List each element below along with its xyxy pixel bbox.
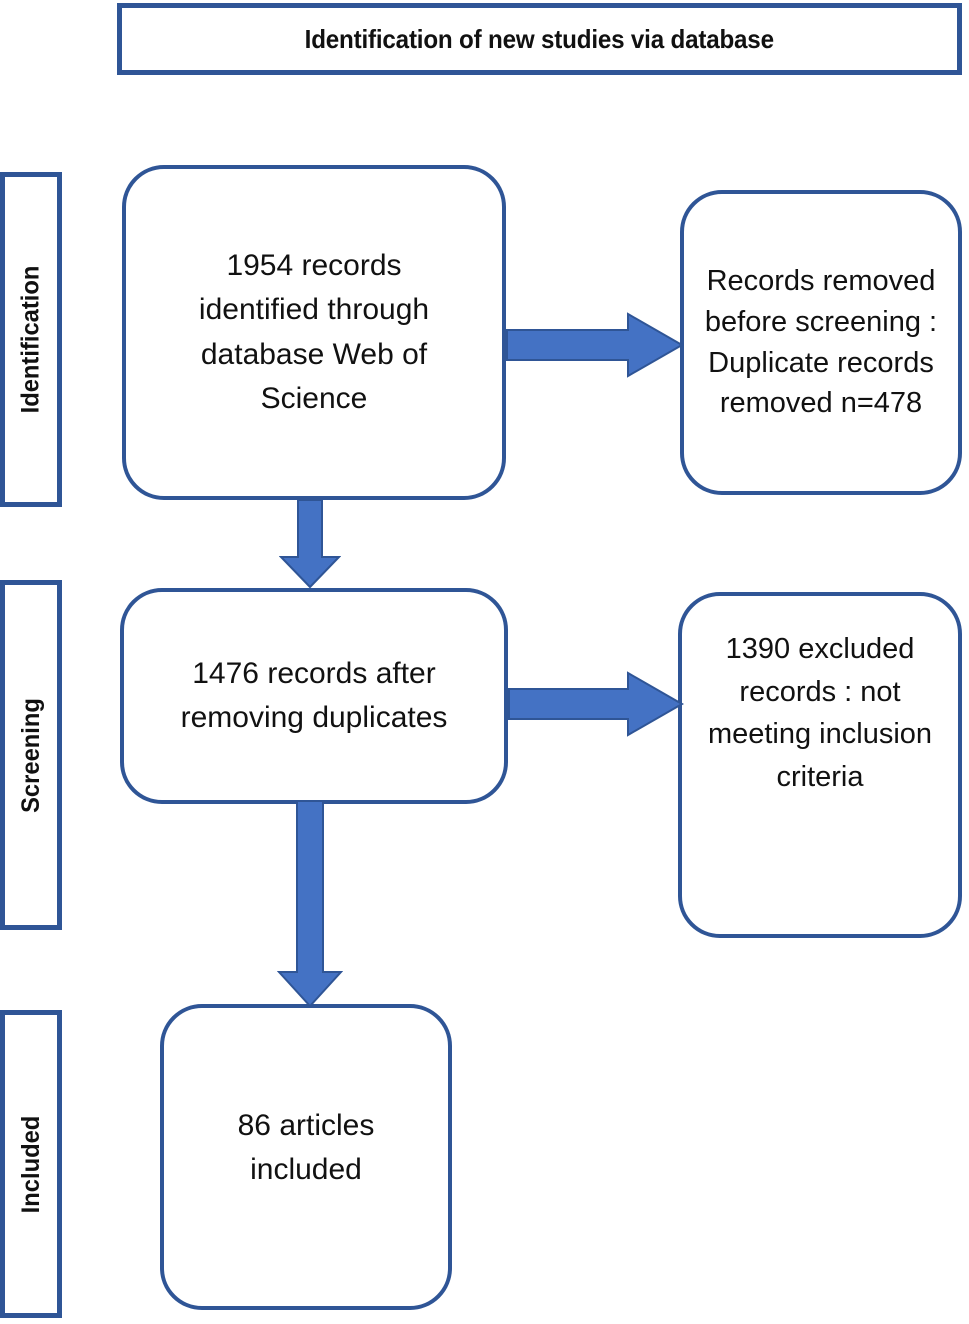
box-records-removed-before-screening: Records removed before screening : Dupli… [680, 190, 962, 495]
stage-label-included-text: Included [16, 1115, 45, 1213]
arrow-right-after-duplicates-to-excluded-icon [508, 671, 684, 737]
arrow-down-identified-to-after-duplicates-icon [279, 499, 341, 589]
arrow-right-identified-to-removed-icon [506, 312, 684, 378]
stage-label-screening: Screening [0, 580, 62, 930]
box-articles-included: 86 articles included [160, 1004, 452, 1310]
diagram-title: Identification of new studies via databa… [304, 23, 775, 54]
stage-label-screening-text: Screening [16, 697, 45, 813]
diagram-header-box: Identification of new studies via databa… [117, 3, 962, 75]
box-articles-included-text: 86 articles included [237, 1109, 375, 1187]
arrow-down-after-duplicates-to-included-icon [277, 800, 343, 1008]
box-records-identified: 1954 records identified through database… [122, 165, 506, 500]
stage-label-identification-text: Identification [16, 265, 45, 414]
box-records-after-duplicates-text: 1476 records after removing duplicates [180, 656, 448, 734]
stage-label-identification: Identification [0, 172, 62, 507]
box-records-removed-before-screening-text: Records removed before screening : Dupli… [704, 265, 938, 420]
box-records-identified-text: 1954 records identified through database… [198, 249, 430, 415]
box-excluded-records-text: 1390 excluded records : not meeting incl… [707, 633, 933, 793]
box-excluded-records: 1390 excluded records : not meeting incl… [678, 592, 962, 938]
box-records-after-duplicates: 1476 records after removing duplicates [120, 588, 508, 804]
stage-label-included: Included [0, 1010, 62, 1318]
